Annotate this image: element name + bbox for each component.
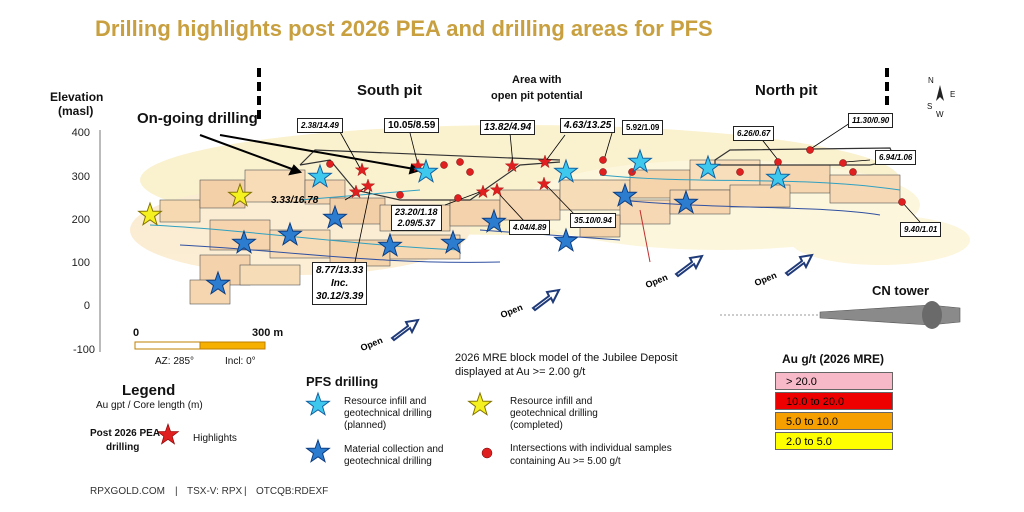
intercept-callout: 6.26/0.67 (733, 126, 775, 141)
footer-tsx: TSX-V: RPX (187, 486, 243, 497)
intercept-callout: 4.63/13.25 (560, 118, 616, 133)
pfs-samples: Intersections with individual samples (510, 443, 672, 454)
footer-otc: OTCQB:RDEXF (256, 486, 329, 497)
intercept-callout: 3.33/16.78 (271, 195, 319, 206)
y-tick: 200 (71, 214, 90, 226)
intercept-line: 30.12/3.39 (316, 291, 364, 302)
intersection-dots (326, 146, 906, 206)
footer-sep: | (244, 486, 247, 497)
pfs-planned: geotechnical drilling (344, 408, 432, 419)
potential-label-1: Area with (512, 74, 562, 86)
pfs-title: PFS drilling (306, 374, 379, 389)
completed-drill-stars (137, 182, 253, 226)
block-model-cells (159, 159, 901, 305)
highlight-stars (348, 154, 553, 199)
legend-title: Legend (122, 382, 176, 399)
scale-bar (134, 341, 266, 350)
y-tick: -100 (72, 344, 95, 356)
pfs-completed: (completed) (510, 420, 563, 431)
intercept-line: 23.20/1.18 (395, 207, 438, 217)
compass-n: N (928, 76, 934, 85)
ongoing-drilling-label: On-going drilling (137, 110, 258, 127)
cn-tower-label: CN tower (872, 283, 930, 298)
pfs-samples: containing Au >= 5.00 g/t (510, 456, 621, 467)
footer-site: RPXGOLD.COM (90, 486, 166, 497)
intercept-callout: 2.38/14.49 (297, 118, 343, 133)
intercept-line: 2.09/5.37 (397, 218, 436, 228)
intercept-callout: 10.05/8.59 (384, 118, 440, 133)
legend-subtitle: Au gpt / Core length (m) (96, 400, 203, 411)
y-tick: 300 (71, 171, 90, 183)
grade-legend-item: 2.0 to 5.0 (775, 432, 893, 450)
legend-symbols (156, 391, 493, 463)
pfs-material: geotechnical drilling (344, 456, 432, 467)
callout-leaders (339, 122, 921, 263)
legend-post: drilling (106, 442, 140, 453)
compass-e: E (950, 90, 956, 99)
cn-tower-icon (720, 301, 961, 329)
axis-label: Elevation (50, 90, 104, 104)
compass-w: W (936, 110, 944, 119)
intercept-line: 8.77/13.33 (316, 265, 364, 276)
planned-drill-stars (307, 148, 791, 189)
intercept-callout: 11.30/0.90 (848, 113, 894, 128)
azimuth-label: AZ: 285° (155, 356, 195, 367)
open-arrows (390, 253, 814, 342)
intercept-callout: 6.94/1.06 (875, 150, 917, 165)
intercept-callout: 8.77/13.33 Inc. 30.12/3.39 (312, 262, 368, 305)
compass-s: S (927, 102, 933, 111)
block-model-caption: 2026 MRE block model of the Jubilee Depo… (455, 352, 678, 364)
scale-end: 300 m (252, 327, 284, 339)
intercept-line: Inc. (331, 278, 349, 289)
intercept-callout: 23.20/1.18 2.09/5.37 (391, 205, 442, 231)
grade-legend-item: 5.0 to 10.0 (775, 412, 893, 430)
scale-start: 0 (133, 327, 140, 339)
pfs-planned: Resource infill and (344, 396, 427, 407)
intercept-callout: 35.10/0.94 (570, 213, 616, 228)
y-tick: 100 (71, 257, 90, 269)
y-tick: 400 (71, 127, 90, 139)
legend-post: Post 2026 PEA (90, 428, 161, 439)
footer-sep: | (175, 486, 178, 497)
pfs-planned: (planned) (344, 420, 387, 431)
pfs-material: Material collection and (344, 444, 444, 455)
intercept-callout: 13.82/4.94 (480, 120, 536, 135)
axis-unit: (masl) (58, 104, 94, 118)
potential-label-2: open pit potential (491, 90, 583, 102)
pfs-completed: Resource infill and (510, 396, 593, 407)
north-pit-label: North pit (755, 82, 818, 99)
intercept-callout: 4.04/4.89 (509, 220, 551, 235)
block-model-caption: displayed at Au >= 2.00 g/t (455, 366, 586, 378)
pfs-completed: geotechnical drilling (510, 408, 598, 419)
page-title: Drilling highlights post 2026 PEA and dr… (95, 16, 713, 41)
y-tick: 0 (83, 300, 90, 312)
grade-legend-title: Au g/t (2026 MRE) (782, 352, 885, 366)
material-drill-stars (205, 182, 699, 295)
grade-legend-item: 10.0 to 20.0 (775, 392, 893, 410)
grade-legend-item: > 20.0 (775, 372, 893, 390)
south-pit-label: South pit (357, 82, 422, 99)
compass-icon (936, 85, 944, 101)
drill-traces (149, 174, 901, 263)
legend-highlights: Highlights (193, 433, 237, 444)
inclination-label: Incl: 0° (225, 356, 256, 367)
intercept-callout: 9.40/1.01 (900, 222, 942, 237)
intercept-callout: 5.92/1.09 (622, 120, 664, 135)
